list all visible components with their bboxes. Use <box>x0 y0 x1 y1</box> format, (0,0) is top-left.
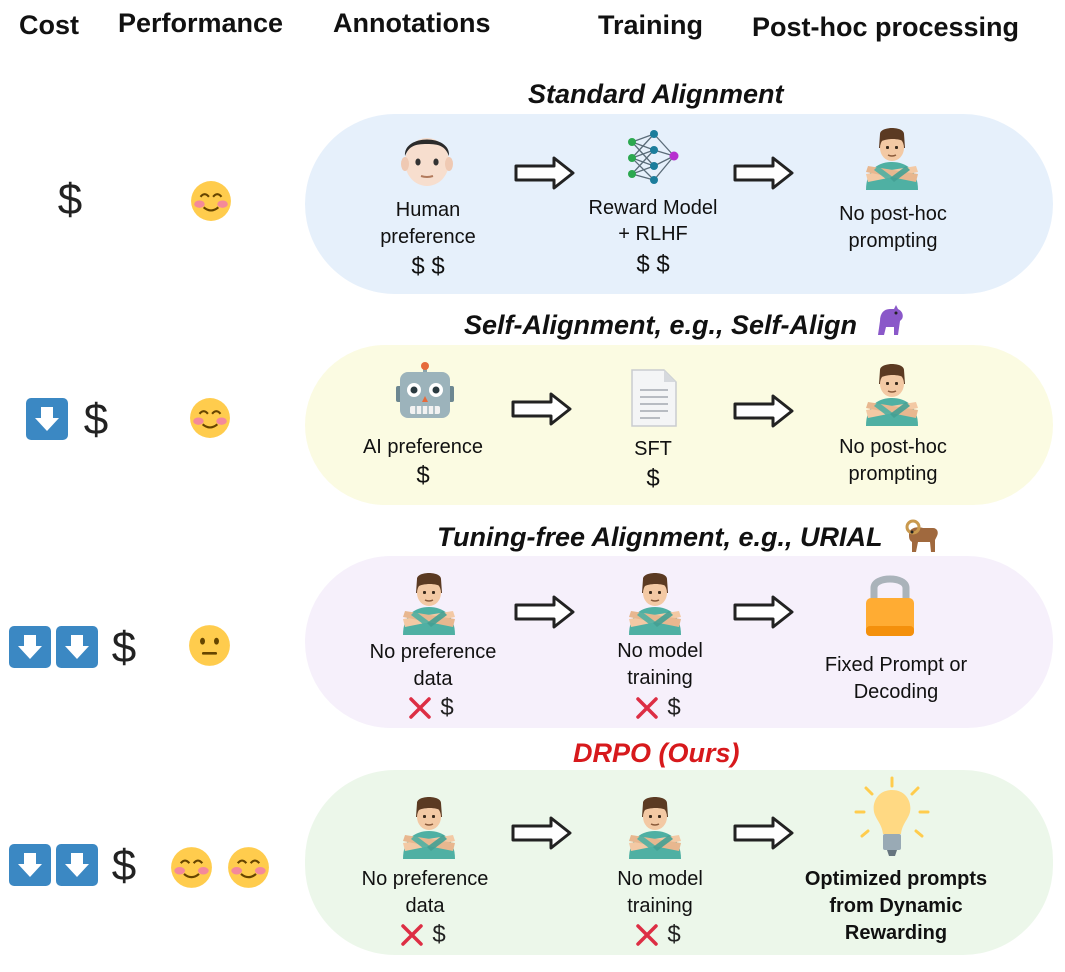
label-annotation-line1: No preference <box>369 641 497 663</box>
label-posthoc-line1: Fixed Prompt or <box>824 654 968 676</box>
person-gesturing-no-icon <box>623 571 687 635</box>
label-training-line1: SFT <box>634 438 672 460</box>
right-arrow-icon <box>733 156 794 190</box>
smiling-face-icon <box>189 397 231 439</box>
annotation-cost: $ <box>440 694 454 721</box>
right-arrow-icon <box>733 816 794 850</box>
header-cost: Cost <box>19 10 79 40</box>
header-posthoc: Post-hoc processing <box>752 12 1020 42</box>
document-icon <box>631 369 677 427</box>
person-gesturing-no-icon <box>860 362 924 426</box>
label-posthoc-line2: Decoding <box>853 681 939 703</box>
label-annotation-line1: No preference <box>361 868 489 890</box>
down-arrow-icon <box>56 844 98 886</box>
label-posthoc-line1: No post-hoc <box>839 436 947 458</box>
person-gesturing-no-icon <box>623 795 687 859</box>
cross-icon <box>409 697 431 719</box>
label-training-line2: + RLHF <box>618 223 688 245</box>
label-training-line2: training <box>627 895 693 917</box>
training-cost: $ <box>667 694 681 721</box>
label-training-line1: No model <box>617 640 703 662</box>
smiling-face-icon <box>227 846 270 889</box>
ram-icon <box>905 519 938 552</box>
training-cost: $ <box>646 465 660 492</box>
row-title-selfalign: Self-Alignment, e.g., Self-Align <box>464 310 858 340</box>
smiling-face-icon <box>190 180 232 222</box>
down-arrow-icon <box>9 626 51 668</box>
down-arrow-icon <box>26 398 68 440</box>
label-training-line1: Reward Model <box>588 197 718 219</box>
label-annotation-line1: Human <box>395 199 461 221</box>
label-posthoc-line3: Rewarding <box>844 922 948 944</box>
person-gesturing-no-icon <box>397 795 461 859</box>
cross-icon <box>636 697 658 719</box>
row-selfalign-background <box>305 345 1053 505</box>
right-arrow-icon <box>514 595 575 629</box>
smiling-face-icon <box>170 846 213 889</box>
label-annotation-line2: data <box>405 895 445 917</box>
robot-icon <box>396 362 454 418</box>
training-cost: $ $ <box>636 251 670 278</box>
label-posthoc-line1: Optimized prompts <box>804 868 988 890</box>
annotation-cost: $ $ <box>411 253 445 280</box>
row-title-drpo: DRPO (Ours) <box>573 738 740 768</box>
right-arrow-icon <box>514 156 575 190</box>
header-training: Training <box>598 10 704 40</box>
right-arrow-icon <box>733 595 794 629</box>
annotation-cost: $ <box>432 921 446 948</box>
label-posthoc-line2: prompting <box>848 230 938 252</box>
down-arrow-icon <box>56 626 98 668</box>
training-cost: $ <box>667 921 681 948</box>
label-training-line2: training <box>627 667 693 689</box>
person-gesturing-no-icon <box>860 126 924 190</box>
label-training-line1: No model <box>617 868 703 890</box>
right-arrow-icon <box>733 394 794 428</box>
label-posthoc-line2: prompting <box>848 463 938 485</box>
llama-icon <box>878 305 903 335</box>
cost-dollar-row4: $ <box>111 841 137 890</box>
lock-icon <box>866 575 914 636</box>
down-arrow-icon <box>9 844 51 886</box>
row-title-standard: Standard Alignment <box>528 79 784 109</box>
header-performance: Performance <box>118 8 284 38</box>
person-gesturing-no-icon <box>397 571 461 635</box>
label-annotation-line1: AI preference <box>362 436 484 458</box>
label-annotation-line2: preference <box>380 226 476 248</box>
label-posthoc-line1: No post-hoc <box>839 203 947 225</box>
neutral-face-icon <box>189 625 230 666</box>
annotation-cost: $ <box>416 462 430 489</box>
row-title-tuningfree: Tuning-free Alignment, e.g., URIAL <box>437 522 883 552</box>
label-posthoc-line2: from Dynamic <box>829 895 963 917</box>
light-bulb-icon <box>854 776 930 856</box>
label-annotation-line2: data <box>413 668 453 690</box>
neural-network-icon <box>628 130 679 184</box>
right-arrow-icon <box>511 392 572 426</box>
cost-dollar-row1: $ <box>57 175 83 224</box>
cross-icon <box>636 924 658 946</box>
man-face-icon <box>401 138 453 186</box>
cost-dollar-row3: $ <box>111 623 137 672</box>
right-arrow-icon <box>511 816 572 850</box>
header-annotations: Annotations <box>333 8 491 38</box>
cross-icon <box>401 924 423 946</box>
cost-dollar-row2: $ <box>83 395 109 444</box>
